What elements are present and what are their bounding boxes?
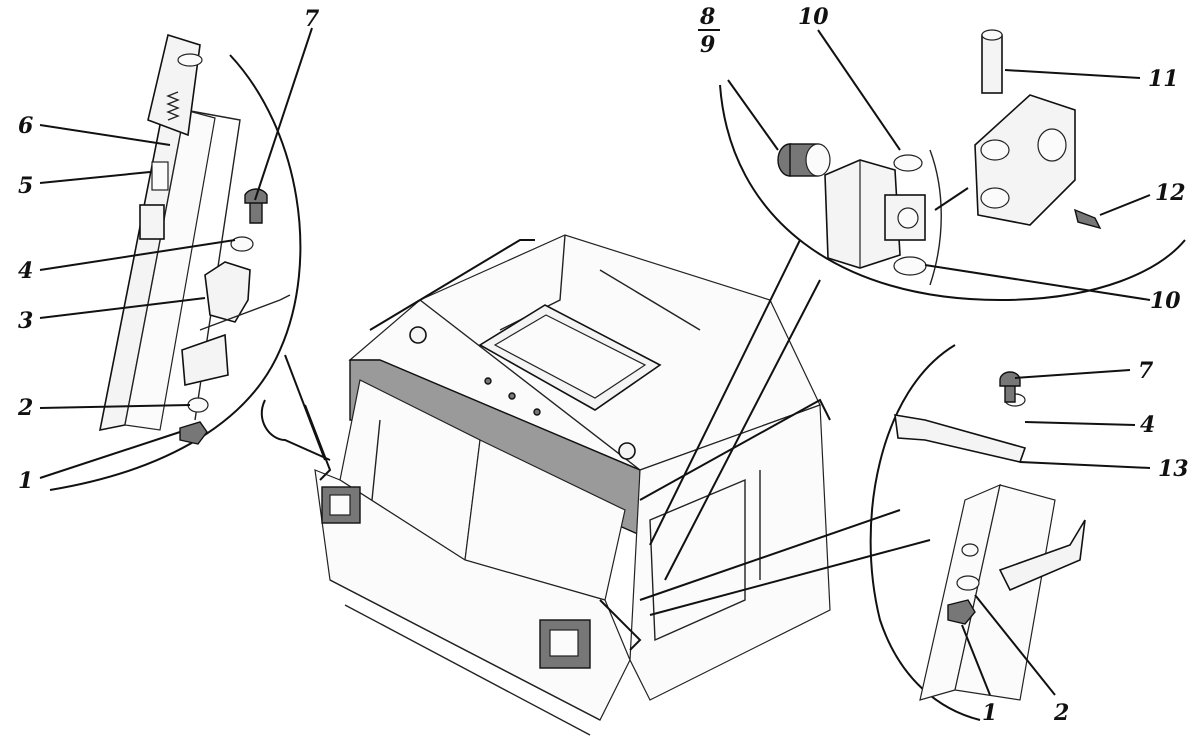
callout-13: 13 (1158, 456, 1189, 482)
washer-10-bottom (893, 256, 927, 276)
washer-4-left (230, 236, 254, 252)
callout-1-left: 1 (18, 468, 33, 494)
callout-11: 11 (1148, 66, 1179, 92)
hinge-plate (204, 261, 251, 323)
callout-5: 5 (18, 173, 33, 199)
callout-1-bottom: 1 (982, 700, 997, 726)
callout-7-top: 7 (304, 6, 320, 32)
callout-labels: 6 5 4 3 2 1 7 8 9 10 11 12 10 7 4 13 1 2 (17, 4, 1189, 726)
truck-cab (260, 234, 831, 736)
callout-4-right: 4 (1140, 412, 1155, 438)
washer-10-top (893, 154, 923, 172)
bushing (777, 143, 831, 177)
top-right-hinge-detail (649, 29, 1186, 581)
hinge-plate-13 (894, 414, 1027, 463)
callout-10-right: 10 (1150, 288, 1181, 314)
hinge-knuckle (974, 94, 1076, 226)
nut-1-left (179, 421, 208, 445)
callout-2-left: 2 (17, 395, 33, 421)
callout-9: 9 (700, 32, 715, 58)
spring (166, 91, 180, 121)
nut-1-right (947, 599, 976, 625)
callout-6: 6 (18, 113, 33, 139)
callout-4-left: 4 (18, 258, 33, 284)
left-hinge-detail (39, 27, 326, 491)
callout-12: 12 (1155, 180, 1186, 206)
right-lower-hinge-detail (639, 344, 1151, 721)
callout-10-top: 10 (798, 4, 829, 30)
callout-8: 8 (699, 4, 715, 30)
callout-7-right: 7 (1138, 358, 1154, 384)
callout-2-bottom: 2 (1053, 700, 1069, 726)
callout-3: 3 (18, 308, 33, 334)
washer-2-right (956, 575, 980, 591)
bolt-12 (1073, 208, 1102, 230)
washer-2-left (187, 397, 209, 413)
screw-7-left (244, 188, 268, 224)
hinge-pin (151, 161, 169, 191)
screw-7-right (999, 371, 1021, 403)
hinge-pin-11 (981, 29, 1003, 94)
